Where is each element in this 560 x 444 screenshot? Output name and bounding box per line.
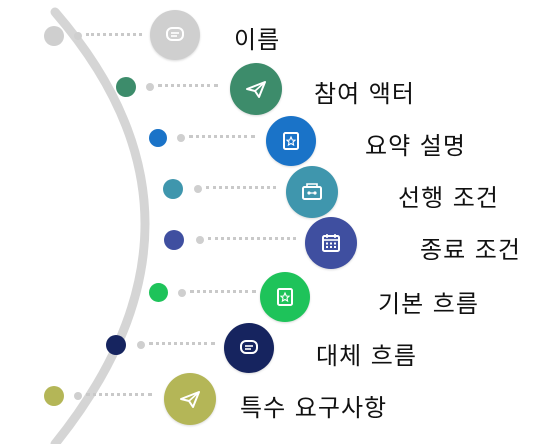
dotted-connector [206,186,276,193]
node-dot [44,386,64,406]
paper-plane-icon [164,373,216,425]
dotted-connector [190,290,256,297]
connector-stub [177,134,185,142]
item-label: 종료 조건 [420,236,521,264]
star-box-icon [260,272,310,322]
dotted-connector [86,33,142,40]
item-label: 기본 흐름 [378,290,479,318]
dotted-connector [189,135,255,142]
item-label: 요약 설명 [365,132,466,160]
chat-icon [150,10,200,60]
cassette-icon [286,166,338,218]
connector-stub [74,392,82,400]
node-dot [149,129,167,147]
node-dot [116,77,136,97]
node-dot [106,335,126,355]
connector-stub [146,83,154,91]
connector-stub [194,185,202,193]
connector-stub [196,236,204,244]
dotted-connector [208,237,296,244]
item-label: 참여 액터 [314,80,415,108]
item-label: 선행 조건 [398,184,499,212]
node-dot [163,179,183,199]
item-label: 이름 [234,26,281,54]
chat-icon [224,323,274,373]
paper-plane-icon [230,63,282,115]
node-dot [44,26,64,46]
connector-stub [178,289,186,297]
dotted-connector [149,342,215,349]
connector-stub [74,32,82,40]
item-label: 특수 요구사항 [240,394,388,422]
dotted-connector [158,84,218,91]
star-box-icon [266,116,316,166]
connector-stub [137,341,145,349]
dotted-connector [86,393,152,400]
item-label: 대체 흐름 [316,342,417,370]
node-dot [164,230,184,250]
node-dot [149,283,168,302]
calendar-icon [305,217,357,269]
